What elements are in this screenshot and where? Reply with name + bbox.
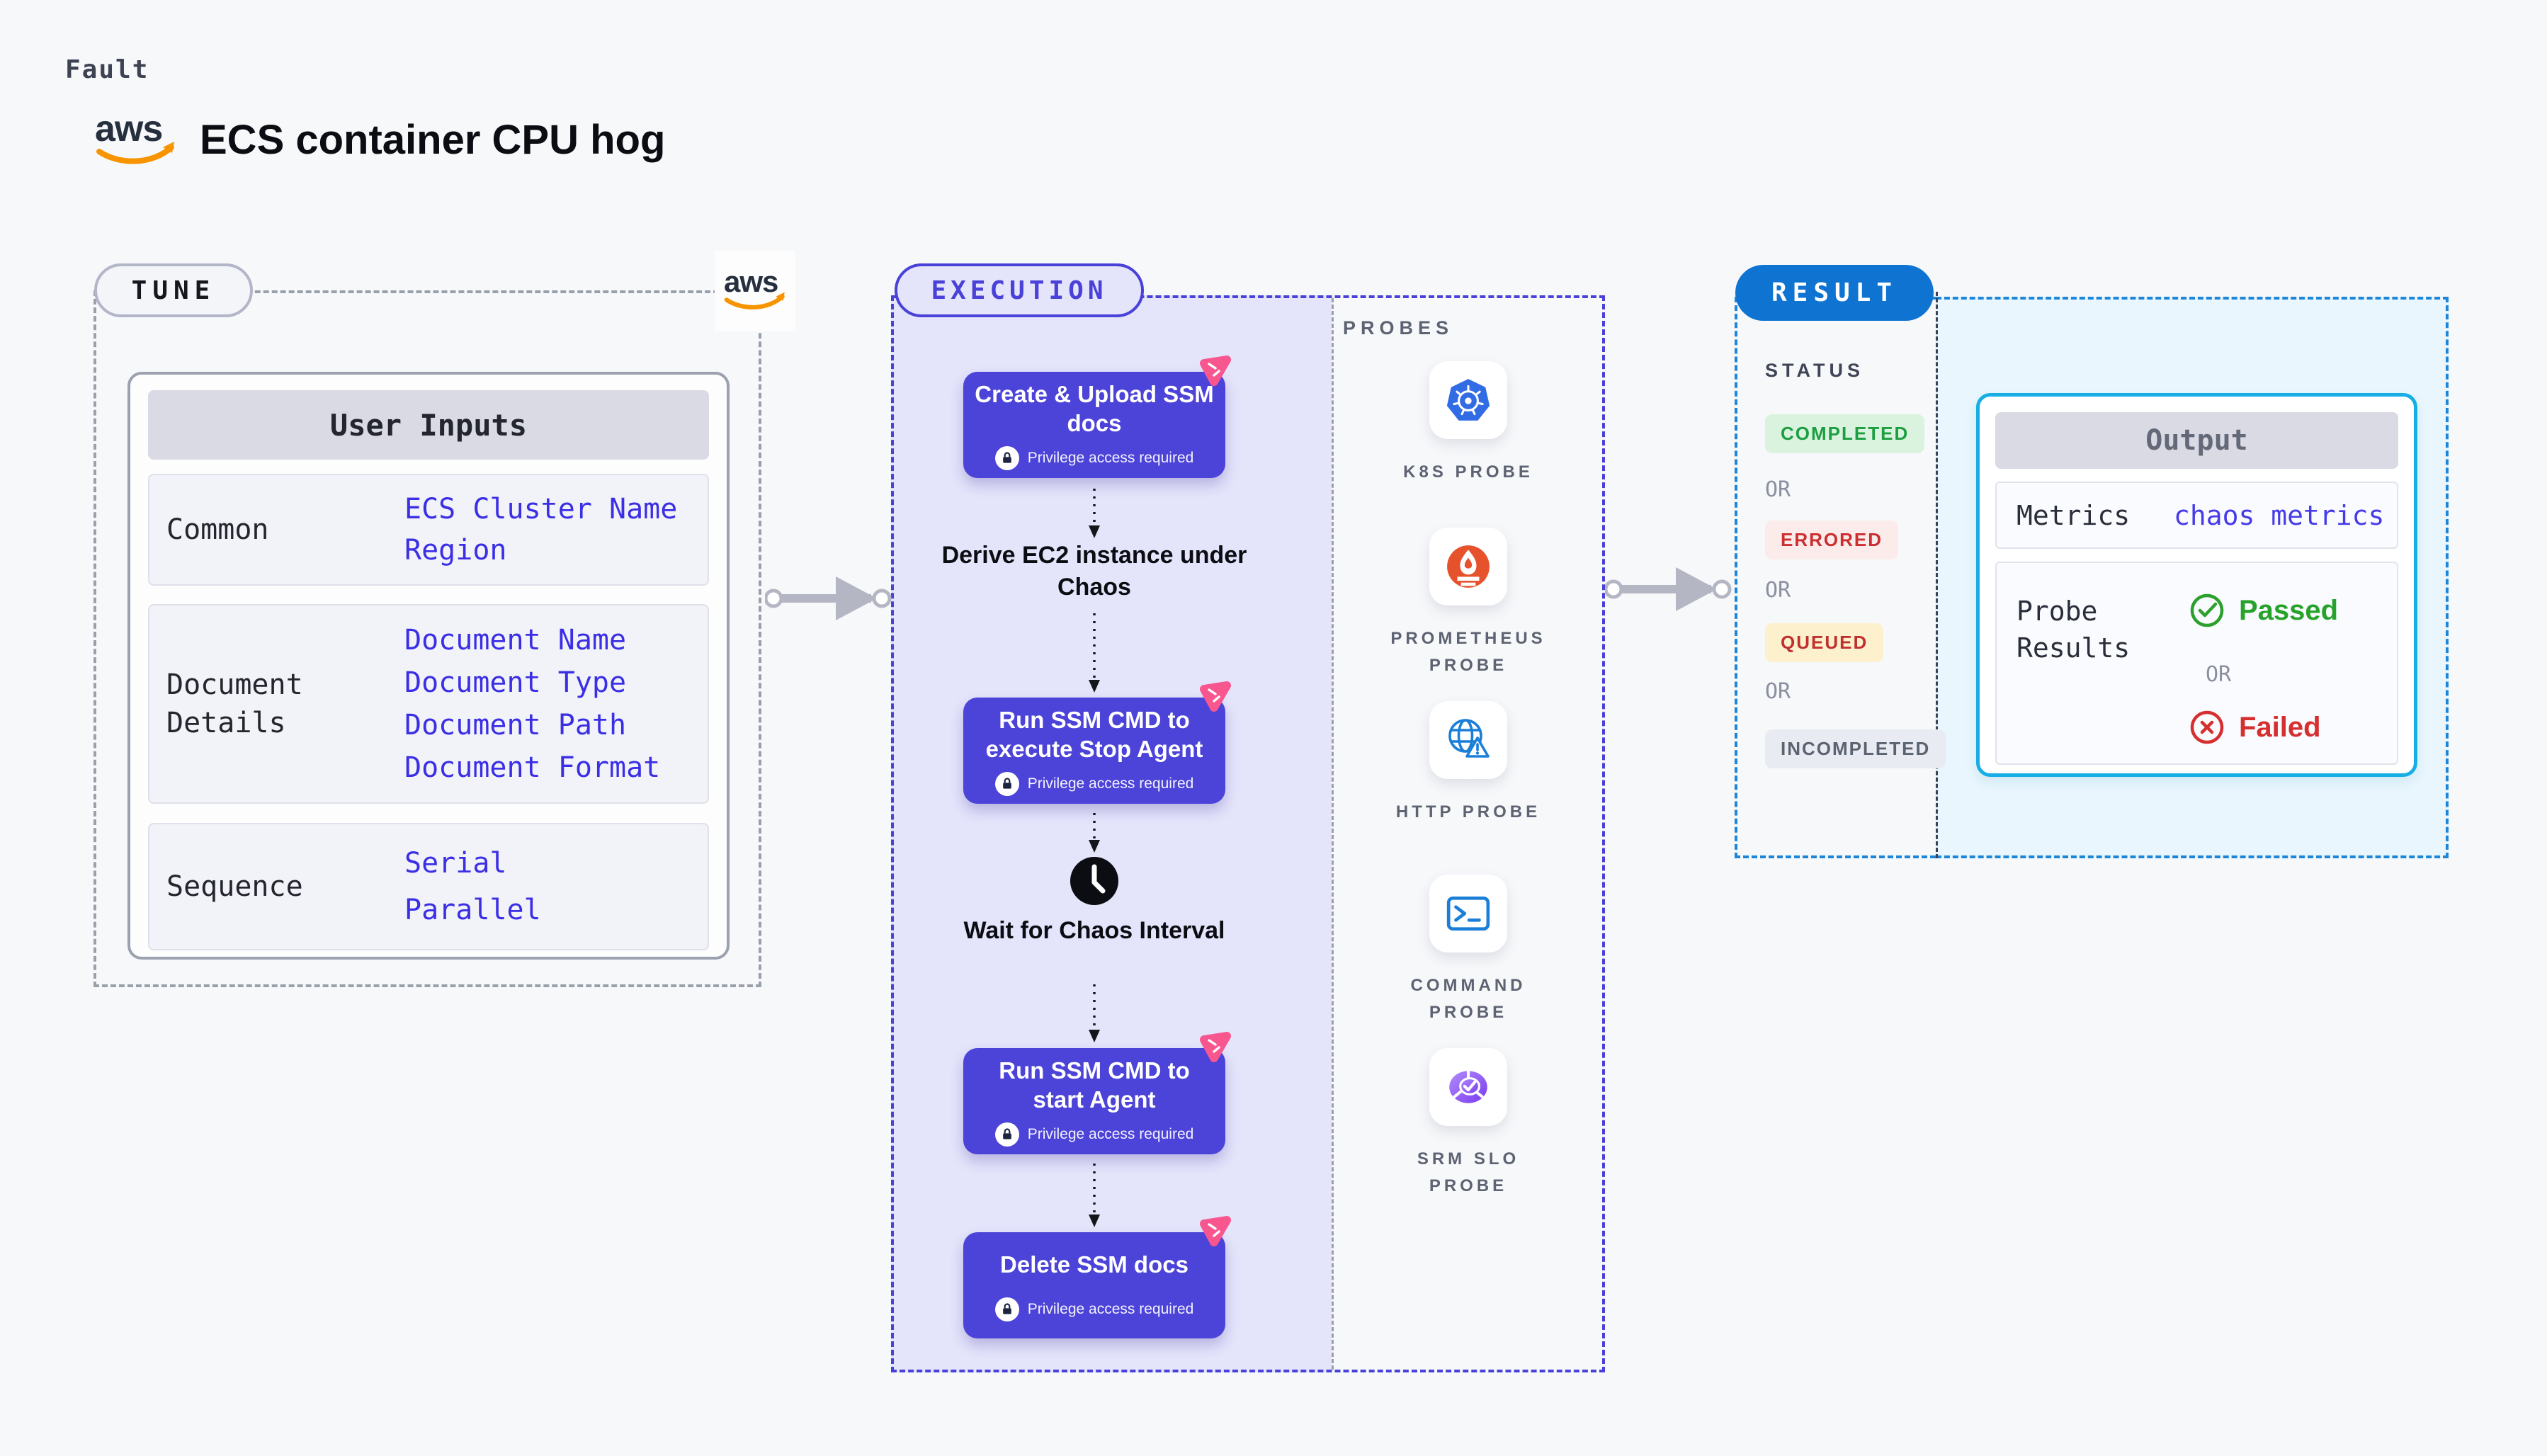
probes-divider	[1332, 298, 1334, 1370]
page-title: ECS container CPU hog	[200, 117, 666, 163]
input-row-common: Common ECS Cluster Name Region	[148, 474, 709, 586]
input-row-label: Sequence	[166, 870, 303, 903]
metrics-value: chaos metrics	[2174, 499, 2385, 531]
flow-step-wait-interval: Wait for Chaos Interval	[963, 917, 1225, 944]
probe-results-label: Probe Results	[2016, 596, 2131, 664]
lock-icon	[994, 772, 1019, 796]
passed-label: Passed	[2239, 594, 2339, 626]
input-row-label: Common	[166, 513, 269, 546]
chaos-icon	[1200, 1032, 1231, 1062]
flow-step-derive-ec2: Derive EC2 instance under Chaos	[941, 542, 1247, 601]
fault-kicker: Fault	[65, 55, 149, 84]
execution-pill: EXECUTION	[895, 263, 1144, 317]
aws-logo: aws	[92, 108, 180, 169]
flow-node-title: Delete SSM docs	[1000, 1251, 1189, 1278]
probes-heading: PROBES	[1343, 317, 1454, 339]
flow-node-title: Run SSM CMD to execute Stop Agent	[985, 707, 1203, 762]
input-row-label: Document Details	[166, 669, 303, 739]
status-badge-completed: COMPLETED	[1765, 414, 1925, 453]
probe-result-failed: Failed	[2188, 708, 2321, 746]
chaos-icon	[1200, 681, 1231, 712]
chaos-icon	[1200, 1216, 1231, 1246]
slo-gauge-icon	[1449, 1070, 1487, 1103]
input-value: ECS Cluster Name	[404, 492, 678, 525]
metrics-row: Metrics chaos metrics	[1995, 482, 2398, 549]
probe-card-prometheus	[1429, 528, 1507, 605]
probe-card-k8s	[1429, 361, 1507, 439]
probe-result-passed: Passed	[2188, 591, 2338, 630]
user-inputs-title: User Inputs	[148, 390, 709, 460]
lock-icon	[994, 446, 1019, 470]
terminal-icon	[1446, 897, 1490, 931]
input-value: Serial	[404, 847, 507, 880]
or-label: OR	[2206, 662, 2232, 687]
aws-logo-text: aws	[95, 108, 163, 149]
x-circle-icon	[2190, 710, 2224, 744]
or-label: OR	[1765, 477, 1791, 502]
input-value: Document Format	[404, 751, 661, 784]
input-row-document-details: Document Details Document Name Document …	[148, 604, 709, 804]
probe-label-command: COMMAND PROBE	[1410, 976, 1526, 1022]
prometheus-icon	[1447, 545, 1490, 588]
flow-node-run-ssm-stop-agent: Run SSM CMD to execute Stop Agent Privil…	[963, 698, 1225, 804]
probe-label-srm-slo: SRM SLO PROBE	[1417, 1149, 1520, 1195]
input-value: Document Type	[404, 666, 627, 699]
flow-node-create-upload-ssm: Create & Upload SSM docs Privilege acces…	[963, 372, 1225, 478]
privilege-label: Privilege access required	[1027, 775, 1194, 792]
tune-section-box	[93, 290, 761, 987]
status-badge-queued: QUEUED	[1765, 623, 1884, 662]
user-inputs-card: User Inputs Common ECS Cluster Name Regi…	[127, 372, 730, 960]
flow-node-title: Create & Upload SSM docs	[975, 381, 1214, 436]
flow-connector-arrow	[1089, 813, 1100, 853]
flow-connector-arrow	[1089, 489, 1100, 538]
status-badge-errored: ERRORED	[1765, 521, 1899, 559]
input-value: Document Path	[404, 709, 627, 741]
input-value: Document Name	[404, 624, 627, 656]
chaos-icon	[1200, 356, 1231, 386]
output-card: Output Metrics chaos metrics Probe Resul…	[1976, 393, 2417, 777]
probe-label-http: HTTP PROBE	[1395, 802, 1541, 821]
probe-results-row: Probe Results Passed OR Failed	[1995, 562, 2398, 765]
flow-node-run-ssm-start-agent: Run SSM CMD to start Agent Privilege acc…	[963, 1048, 1225, 1154]
metrics-label: Metrics	[2016, 499, 2131, 531]
probe-card-http	[1429, 701, 1507, 779]
flow-node-title: Run SSM CMD to start Agent	[999, 1057, 1190, 1113]
flow-node-delete-ssm-docs: Delete SSM docs Privilege access require…	[963, 1232, 1225, 1338]
aws-logo-text: aws	[724, 265, 778, 298]
lock-icon	[994, 1122, 1019, 1147]
status-badge-incompleted: INCOMPLETED	[1765, 729, 1946, 768]
result-pill: RESULT	[1735, 265, 1934, 321]
globe-warning-icon	[1448, 719, 1490, 758]
tune-pill: TUNE	[94, 263, 253, 317]
or-label: OR	[1765, 578, 1791, 603]
privilege-label: Privilege access required	[1027, 450, 1194, 466]
clock-icon	[1069, 855, 1120, 906]
probe-label-prometheus: PROMETHEUS PROBE	[1390, 629, 1546, 675]
flow-connector-arrow	[1089, 1164, 1100, 1227]
probe-card-command	[1429, 875, 1507, 952]
tune-to-execution-arrow	[765, 576, 892, 620]
privilege-label: Privilege access required	[1027, 1126, 1194, 1142]
check-circle-icon	[2190, 593, 2224, 627]
or-label: OR	[1765, 679, 1791, 704]
lock-icon	[994, 1297, 1019, 1321]
aws-smile-icon	[724, 292, 785, 309]
failed-label: Failed	[2239, 711, 2321, 743]
output-title: Output	[1995, 412, 2398, 469]
probe-label-k8s: K8S PROBE	[1403, 462, 1533, 482]
result-divider	[1936, 292, 1938, 858]
kubernetes-icon	[1446, 379, 1490, 421]
status-heading: STATUS	[1765, 360, 1864, 381]
flow-connector-arrow	[1089, 984, 1100, 1042]
privilege-label: Privilege access required	[1027, 1300, 1194, 1317]
flow-connector-arrow	[1089, 613, 1100, 693]
input-value: Region	[404, 534, 507, 567]
input-value: Parallel	[404, 894, 541, 926]
probe-card-srm-slo	[1429, 1048, 1507, 1126]
aws-smile-icon	[96, 142, 174, 164]
aws-logo-small: aws	[715, 251, 795, 331]
execution-to-result-arrow	[1605, 567, 1732, 611]
input-row-sequence: Sequence Serial Parallel	[148, 823, 709, 950]
execution-section-box	[891, 295, 1605, 1372]
